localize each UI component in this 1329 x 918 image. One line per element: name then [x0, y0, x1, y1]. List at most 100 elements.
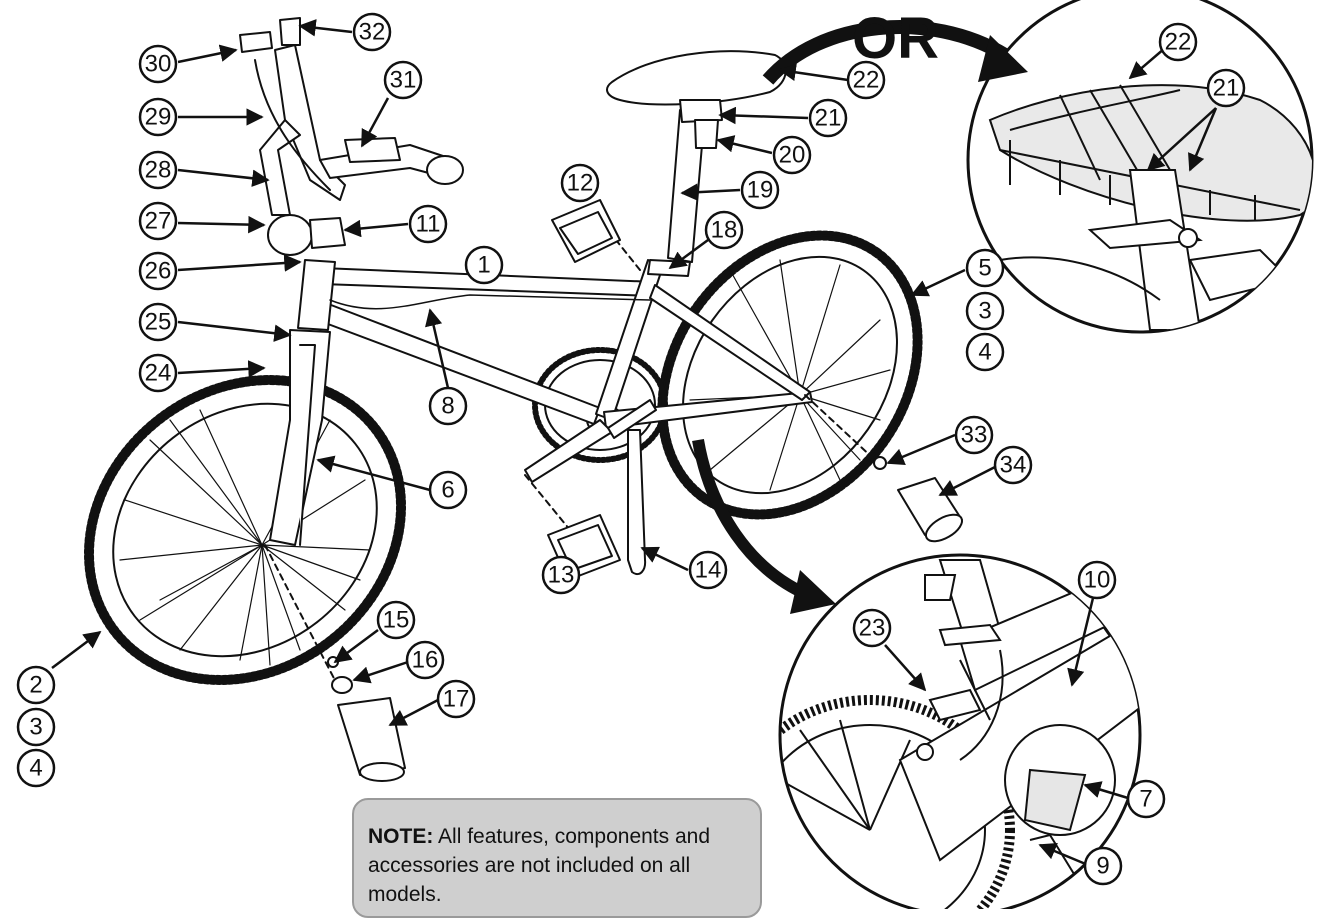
handlebar-assembly	[239, 17, 464, 256]
callout-2-label: 2	[29, 672, 42, 699]
callout-14-label: 14	[695, 557, 722, 584]
callout-23: 23	[852, 608, 892, 648]
callout-6-label: 6	[441, 477, 454, 504]
note-box: NOTE: All features, components and acces…	[352, 798, 762, 918]
or-label: OR	[852, 6, 939, 71]
curved-arrow-to-seat-detail-head	[978, 35, 1028, 82]
callout-13-label: 13	[548, 562, 575, 589]
callout-8-label: 8	[441, 393, 454, 420]
callout-25-label: 25	[145, 309, 172, 336]
callout-4-rear-label: 4	[978, 339, 991, 366]
callout-34-label: 34	[1000, 452, 1027, 479]
callout-22-detail-label: 22	[1165, 29, 1192, 56]
front-wheel	[84, 375, 406, 685]
callout-2: 2	[16, 665, 56, 705]
callout-11-label: 11	[416, 211, 441, 238]
callout-10-label: 10	[1084, 567, 1111, 594]
callout-22-main: 22	[846, 60, 886, 100]
callout-19: 19	[740, 170, 780, 210]
callout-21-main: 21	[808, 98, 848, 138]
callout-28: 28	[138, 150, 178, 190]
callout-27: 27	[138, 201, 178, 241]
callout-12: 12	[560, 163, 600, 203]
callout-24-label: 24	[145, 360, 172, 387]
callout-33-label: 33	[961, 422, 988, 449]
callout-18-label: 18	[711, 217, 738, 244]
callout-15: 15	[376, 600, 416, 640]
callout-21-detail: 21	[1206, 68, 1246, 108]
callout-8: 8	[428, 386, 468, 426]
bike-drawing	[84, 17, 964, 782]
callout-25: 25	[138, 302, 178, 342]
seat-assembly	[606, 50, 787, 277]
callout-5-label: 5	[978, 255, 991, 282]
rear-wheel	[657, 230, 923, 520]
note-body: All features, components and accessories…	[368, 825, 711, 906]
frame	[297, 259, 813, 429]
note-heading: NOTE:	[368, 825, 434, 848]
callout-1-label: 1	[477, 252, 490, 279]
callout-5: 5	[965, 248, 1005, 288]
callout-31-label: 31	[390, 67, 417, 94]
callout-30: 30	[138, 44, 178, 84]
callout-3-rear-label: 3	[978, 298, 991, 325]
callout-3-rear: 3	[965, 291, 1005, 331]
callout-19-label: 19	[747, 177, 774, 204]
callout-33: 33	[954, 415, 994, 455]
callout-3-front-label: 3	[29, 714, 42, 741]
curved-arrow-to-seat-detail	[762, 20, 1009, 85]
callout-16-label: 16	[412, 647, 439, 674]
callout-21-detail-label: 21	[1213, 75, 1240, 102]
callout-27-label: 27	[145, 208, 172, 235]
callout-21-main-label: 21	[815, 105, 842, 132]
callout-20-label: 20	[779, 142, 806, 169]
callout-22-detail: 22	[1158, 22, 1198, 62]
callout-20: 20	[772, 135, 812, 175]
callout-4-front-label: 4	[29, 755, 42, 782]
callout-1: 1	[464, 245, 504, 285]
callout-31: 31	[383, 60, 423, 100]
callout-6: 6	[428, 470, 468, 510]
callout-23-label: 23	[859, 615, 886, 642]
callout-18: 18	[704, 210, 744, 250]
callout-24: 24	[138, 353, 178, 393]
callout-4-front: 4	[16, 748, 56, 788]
callout-7: 7	[1126, 779, 1166, 819]
callout-14: 14	[688, 550, 728, 590]
callout-4-rear: 4	[965, 332, 1005, 372]
pedal-left	[551, 199, 621, 263]
callout-9-label: 9	[1096, 853, 1109, 880]
brake-cable	[329, 294, 651, 310]
callout-32-label: 32	[359, 19, 386, 46]
callout-17: 17	[436, 679, 476, 719]
callout-29: 29	[138, 97, 178, 137]
callouts: 32 30 31 29 28 27 11 26 25 24 1 8 6 12 1…	[16, 12, 1246, 886]
callout-30-label: 30	[145, 51, 172, 78]
callout-7-label: 7	[1139, 786, 1152, 813]
leader-arrows	[51, 19, 1218, 867]
curved-arrow-to-chain-detail	[692, 438, 811, 601]
front-fork	[269, 329, 331, 546]
curved-arrow-to-chain-detail-head	[790, 570, 836, 614]
callout-16: 16	[405, 640, 445, 680]
callout-29-label: 29	[145, 104, 172, 131]
rear-peg	[873, 456, 964, 543]
callout-28-label: 28	[145, 157, 172, 184]
callout-26-label: 26	[145, 258, 172, 285]
callout-9: 9	[1083, 846, 1123, 886]
detail-seat-clamp	[966, 0, 1314, 334]
callout-15-label: 15	[383, 607, 410, 634]
callout-13: 13	[541, 555, 581, 595]
callout-11: 11	[408, 204, 448, 244]
callout-3-front: 3	[16, 707, 56, 747]
crank-and-kickstand	[264, 219, 876, 691]
callout-10: 10	[1077, 560, 1117, 600]
callout-26: 26	[138, 251, 178, 291]
callout-22-main-label: 22	[853, 67, 880, 94]
callout-32: 32	[352, 12, 392, 52]
detail-chain-guard	[778, 553, 1142, 909]
callout-34: 34	[993, 445, 1033, 485]
callout-12-label: 12	[567, 170, 594, 197]
callout-17-label: 17	[443, 686, 470, 713]
